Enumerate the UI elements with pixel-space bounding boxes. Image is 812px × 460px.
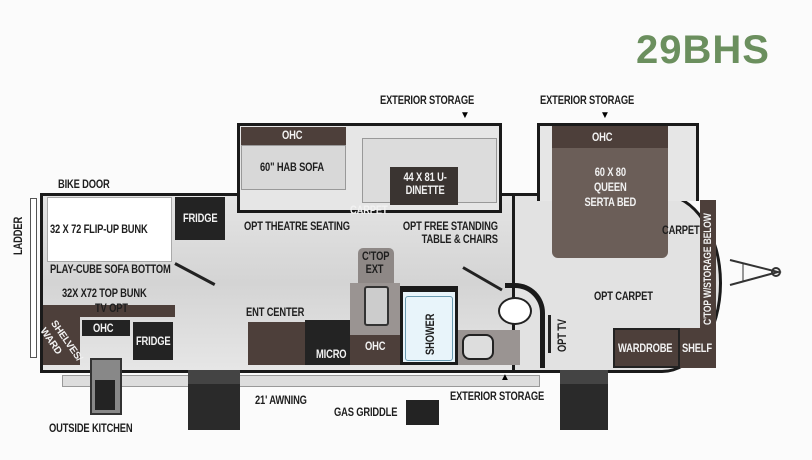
vanity-sink: [462, 334, 494, 360]
awning-rail: [62, 375, 540, 387]
cooktop-micro: [305, 320, 350, 365]
tv-opt-label: TV OPT: [95, 301, 128, 315]
ent-center-label: ENT CENTER: [246, 305, 305, 319]
flip-up-bunk: [47, 197, 172, 262]
entry-steps: [188, 370, 240, 430]
u-dinette: [390, 167, 458, 205]
ladder-label: LADDER: [11, 216, 25, 255]
opt-carpet-label: OPT CARPET: [594, 289, 653, 303]
tv-mount: [548, 315, 551, 353]
ent-center: [248, 322, 305, 365]
bike-door-label: BIKE DOOR: [58, 177, 110, 191]
flip-up-bunk-label: 32 X 72 FLIP-UP BUNK: [50, 222, 148, 236]
u-dinette-label: 44 X 81 U-DINETTE: [403, 170, 447, 197]
gas-griddle-label: GAS GRIDDLE: [334, 405, 398, 419]
entry-steps: [560, 370, 608, 430]
ohc-label: OHC: [282, 128, 303, 142]
carpet-label: CARPET: [350, 203, 388, 217]
theatre-seating-label: OPT THEATRE SEATING: [244, 219, 350, 233]
bath-wall: [505, 283, 545, 368]
shelves-ward: [43, 317, 80, 365]
micro-label: MICRO: [316, 347, 347, 361]
tv-cabinet: [43, 305, 175, 317]
wardrobe-label: WARDROBE: [618, 341, 673, 355]
exterior-storage-label: EXTERIOR STORAGE: [450, 389, 545, 403]
sink: [364, 286, 389, 326]
arrow-up-icon: ▲: [500, 372, 510, 383]
ohc-label: OHC: [592, 130, 613, 144]
exterior-storage-label: EXTERIOR STORAGE: [540, 93, 635, 107]
shelf: [680, 328, 716, 368]
top-bunk-label: 32X X72 TOP BUNK: [62, 286, 147, 300]
ohc-bed: [552, 126, 668, 148]
fridge-bunk: [133, 322, 173, 360]
wardrobe: [613, 328, 680, 368]
ohc-bunk: [82, 320, 130, 336]
gas-griddle: [406, 400, 439, 425]
arrow-down-icon: ▼: [460, 110, 470, 121]
free-standing-label: OPT FREE STANDING TABLE & CHAIRS: [402, 219, 498, 246]
opt-tv-label: OPT TV: [555, 319, 569, 352]
outside-kitchen-label: OUTSIDE KITCHEN: [49, 421, 133, 435]
shower-label: SHOWER: [423, 313, 437, 355]
ctop-storage: [700, 200, 716, 368]
ohc-slide: [241, 127, 346, 145]
hab-sofa-label: 60" HAB SOFA: [260, 160, 324, 174]
fridge-label: FRIDGE: [183, 211, 218, 225]
ctop-ext-label: C'TOP EXT: [362, 249, 390, 276]
queen-bed: [552, 148, 668, 258]
hab-sofa: [241, 145, 346, 190]
ohc-label: OHC: [93, 321, 114, 335]
ctop-storage-label: C'TOP W/STORAGE BELOW: [702, 213, 714, 325]
play-cube-label: PLAY-CUBE SOFA BOTTOM: [50, 262, 171, 276]
ohc-kitchen: [350, 335, 400, 365]
ladder: [30, 198, 37, 358]
exterior-storage-label: EXTERIOR STORAGE: [380, 93, 475, 107]
awning-label: 21' AWNING: [255, 393, 307, 407]
hitch: [729, 259, 782, 286]
bed-label: 60 X 80 QUEEN SERTA BED: [584, 165, 637, 209]
burner: [95, 380, 115, 410]
shower: [400, 286, 458, 365]
ctop-ext: [358, 248, 394, 286]
carpet-label: CARPET: [662, 223, 700, 237]
arrow-down-icon: ▼: [600, 110, 610, 121]
shelf-label: SHELF: [682, 341, 712, 355]
fridge-label: FRIDGE: [136, 334, 171, 348]
shower-pan: [405, 296, 453, 361]
fridge-main: [175, 197, 225, 240]
model-title: 29BHS: [636, 28, 770, 72]
ohc-label: OHC: [365, 339, 386, 353]
